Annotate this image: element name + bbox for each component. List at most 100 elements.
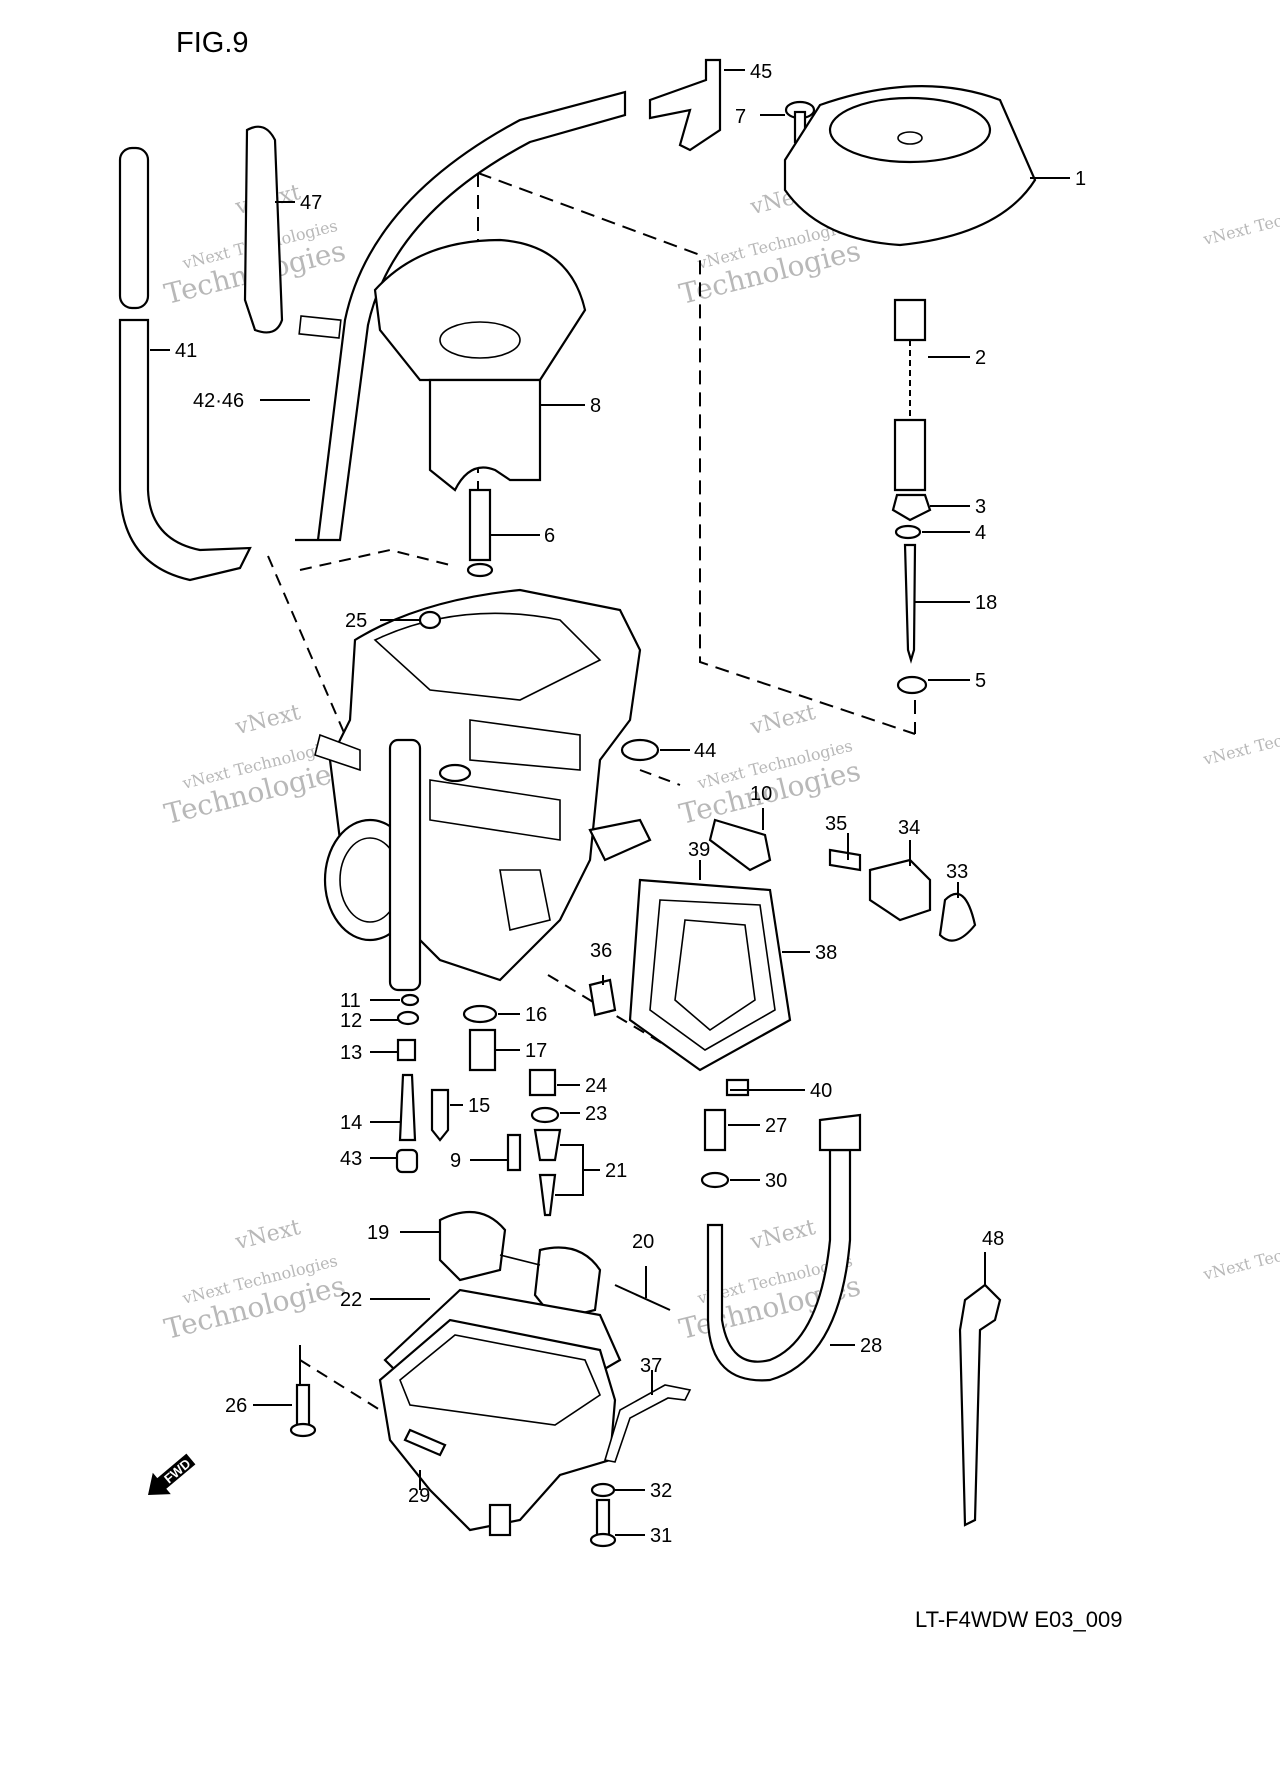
spring-2: [893, 298, 927, 492]
pin-20: [614, 1284, 671, 1311]
watermark-edge-top: vNext Technologies: [1200, 192, 1280, 249]
pilot-screw-14: [398, 1073, 417, 1142]
callout-35: 35: [825, 813, 847, 835]
o-ring-11: [400, 993, 420, 1007]
callout-26: 26: [225, 1395, 247, 1417]
top-cap-1: [783, 85, 1037, 247]
callout-labels: 45 7 1 2 3 4 18 5 6 47 41 42·46 8 25 44 …: [175, 61, 1086, 1547]
callout-5: 5: [975, 670, 986, 692]
watermark-small: vNext: [747, 700, 818, 740]
callout-29: 29: [408, 1485, 430, 1507]
watermark-small: vNext: [232, 700, 303, 740]
leader-lines: [150, 69, 1070, 1536]
callout-28: 28: [860, 1335, 882, 1357]
callout-48: 48: [982, 1228, 1004, 1250]
callout-41: 41: [175, 340, 197, 362]
valve-34: [868, 858, 932, 922]
callout-16: 16: [525, 1004, 547, 1026]
callout-40: 40: [810, 1080, 832, 1102]
screw-10: [708, 818, 772, 872]
callout-20: 20: [632, 1231, 654, 1253]
callout-6: 6: [544, 525, 555, 547]
spring-13: [396, 1038, 417, 1062]
callout-18: 18: [975, 592, 997, 614]
parts-art: [118, 58, 1037, 1548]
callout-17: 17: [525, 1040, 547, 1062]
callout-37: 37: [640, 1355, 662, 1377]
t-fitting-45: [648, 58, 722, 152]
piston-8: [373, 238, 587, 492]
cap-33: [938, 892, 977, 942]
callout-25: 25: [345, 610, 367, 632]
watermark-line: vNext Technologies: [1200, 712, 1280, 769]
tube-41: [118, 146, 252, 582]
clamp-48: [958, 1283, 1002, 1527]
watermark-small: vNext: [747, 1215, 818, 1255]
callout-9: 9: [450, 1150, 461, 1172]
callout-4: 4: [975, 522, 986, 544]
callout-32: 32: [650, 1480, 672, 1502]
o-ring-23: [530, 1106, 560, 1124]
callout-45: 45: [750, 61, 772, 83]
callout-27: 27: [765, 1115, 787, 1137]
callout-1: 1: [1075, 168, 1086, 190]
watermark-edge-mid: vNext Technologies: [1200, 712, 1280, 769]
jet-17: [468, 1028, 497, 1072]
spring-27: [703, 1108, 727, 1152]
washer-5: [896, 675, 928, 695]
plug-25: [418, 610, 442, 630]
callout-33: 33: [946, 861, 968, 883]
callout-47: 47: [300, 192, 322, 214]
cover-38: [628, 878, 792, 1072]
callout-30: 30: [765, 1170, 787, 1192]
watermark-line: vNext Technologies: [1200, 192, 1280, 249]
cap-43: [395, 1148, 419, 1174]
washer-12: [396, 1010, 420, 1026]
washer-30: [700, 1171, 730, 1189]
spring-35: [828, 848, 862, 872]
callout-15: 15: [468, 1095, 490, 1117]
callout-12: 12: [340, 1010, 362, 1032]
callout-36: 36: [590, 940, 612, 962]
callout-3: 3: [975, 496, 986, 518]
jet-24: [528, 1068, 557, 1097]
watermark-line: vNext Technologies: [1200, 1227, 1280, 1284]
screw-31: [589, 1498, 617, 1548]
screw-40: [725, 1078, 750, 1097]
figure-code: LT-F4WDW E03_009: [915, 1607, 1122, 1632]
figure-title: FIG.9: [176, 27, 249, 59]
screw-6: [466, 488, 494, 578]
float-chamber: [378, 1318, 617, 1537]
holder-3: [891, 493, 932, 522]
clip-4: [894, 524, 922, 540]
callout-22: 22: [340, 1289, 362, 1311]
jet-needle-18: [903, 543, 917, 664]
callout-43: 43: [340, 1148, 362, 1170]
callout-24: 24: [585, 1075, 607, 1097]
screw-29: [403, 1428, 447, 1457]
callout-21: 21: [605, 1160, 627, 1182]
callout-38: 38: [815, 942, 837, 964]
callout-39: 39: [688, 839, 710, 861]
watermark-low-left: vNext vNext Technologies Technologies: [161, 1215, 349, 1346]
plug-36: [588, 978, 617, 1017]
fwd-arrow-icon: FWD: [148, 1453, 196, 1495]
callout-11: 11: [340, 990, 361, 1012]
screw-9: [506, 1133, 522, 1172]
clamp-47: [243, 125, 284, 334]
callout-19: 19: [367, 1222, 389, 1244]
callout-2: 2: [975, 347, 986, 369]
watermark-small: vNext: [232, 1215, 303, 1255]
callout-13: 13: [340, 1042, 362, 1064]
washer-16: [462, 1004, 498, 1024]
callout-8: 8: [590, 395, 601, 417]
callout-31: 31: [650, 1525, 672, 1547]
carburetor-body: [314, 588, 652, 992]
float-19: [438, 1210, 602, 1322]
callout-7: 7: [735, 106, 746, 128]
hose-42-46: [295, 90, 627, 542]
callout-44: 44: [694, 740, 716, 762]
callout-42-46: 42·46: [193, 390, 244, 412]
